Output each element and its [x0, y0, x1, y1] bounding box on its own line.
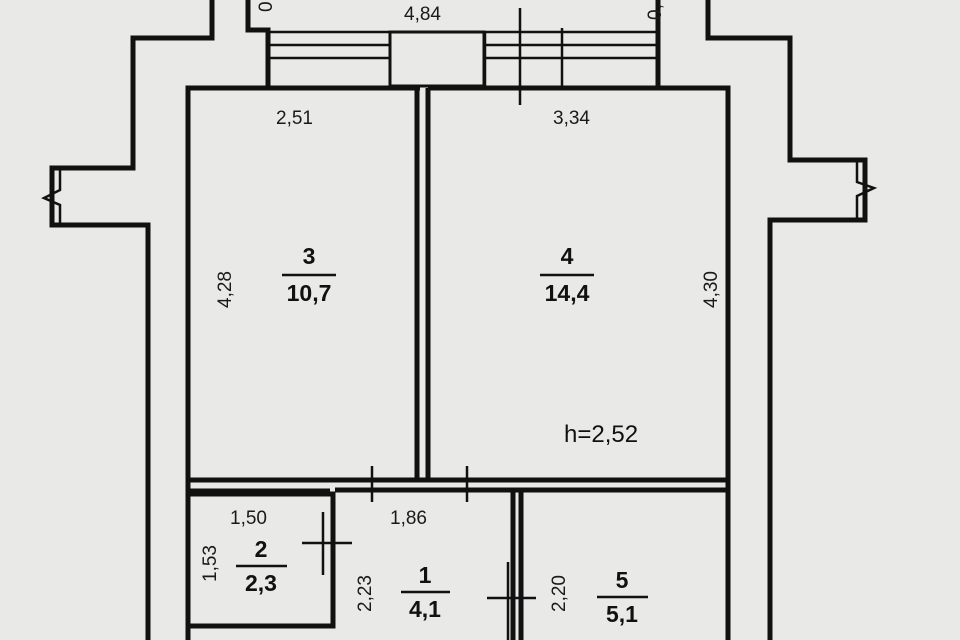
- room3-area: 10,7: [287, 280, 332, 306]
- room1-area: 4,1: [409, 596, 441, 622]
- room-label-4: 4 14,4: [540, 243, 594, 306]
- balcony-edge-left: [245, 0, 271, 90]
- room-label-5: 5 5,1: [597, 567, 648, 627]
- balcony-door: [388, 30, 486, 88]
- room2-area: 2,3: [245, 570, 277, 596]
- ceiling-height: h=2,52: [564, 421, 638, 448]
- room5-area: 5,1: [606, 601, 638, 627]
- dim-room4-height: 4,30: [701, 271, 722, 308]
- interior-walls: [185, 85, 731, 640]
- room1-number: 1: [419, 562, 432, 588]
- wall-room4-right: [428, 85, 731, 640]
- outer-wall-right: [705, 0, 868, 640]
- room5-number: 5: [616, 567, 629, 593]
- dim-room3-height: 4,28: [215, 271, 236, 308]
- dim-room2-height: 1,53: [200, 545, 221, 582]
- outer-walls: [41, 0, 878, 640]
- room-label-1: 1 4,1: [401, 562, 450, 622]
- room-label-3: 3 10,7: [282, 243, 336, 306]
- room2-number: 2: [255, 536, 268, 562]
- dim-hall-width: 1,86: [390, 508, 427, 529]
- dim-top-left-edge: 0,: [256, 0, 277, 12]
- dim-room2-width: 1,50: [230, 508, 267, 529]
- dimension-labels: 4,84 0, 0, 2,51 3,34 4,28 4,30 1,50 1,53…: [200, 0, 722, 612]
- room4-number: 4: [561, 243, 574, 269]
- dim-room5-height: 2,20: [549, 575, 570, 612]
- room2-walls: [185, 491, 336, 629]
- wall-room3-left: [185, 85, 420, 640]
- room3-number: 3: [303, 243, 316, 269]
- dim-hall-height: 2,23: [355, 575, 376, 612]
- wall-break-left: [41, 168, 62, 225]
- dim-room3-width: 2,51: [276, 108, 313, 129]
- dim-room4-width: 3,34: [553, 108, 590, 129]
- dim-top-total: 4,84: [404, 4, 441, 25]
- room-label-2: 2 2,3: [236, 536, 287, 596]
- wall-break-right: [855, 160, 878, 220]
- dim-top-right-edge: 0,: [645, 4, 666, 20]
- outer-wall-left: [49, 0, 215, 640]
- room4-area: 14,4: [545, 280, 590, 306]
